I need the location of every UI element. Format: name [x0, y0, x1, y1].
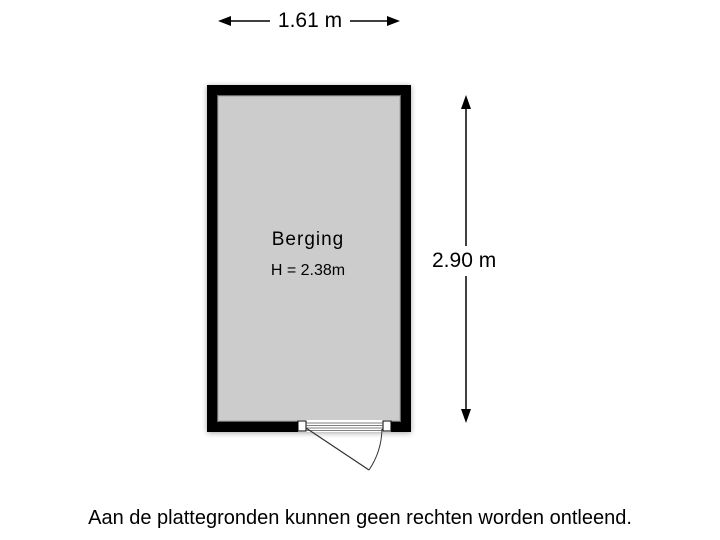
room-ceiling-height: H = 2.38m [270, 262, 346, 279]
room-floor [218, 96, 400, 421]
room-name: Berging [271, 229, 345, 250]
width-dimension-label: 1.61 m [272, 9, 348, 33]
disclaimer-text: Aan de plattegronden kunnen geen rechten… [88, 507, 632, 529]
width-dimension-arrow [218, 16, 400, 26]
door [297, 420, 392, 471]
height-dimension-label: 2.90 m [430, 247, 499, 275]
height-dimension-arrow [461, 95, 471, 423]
